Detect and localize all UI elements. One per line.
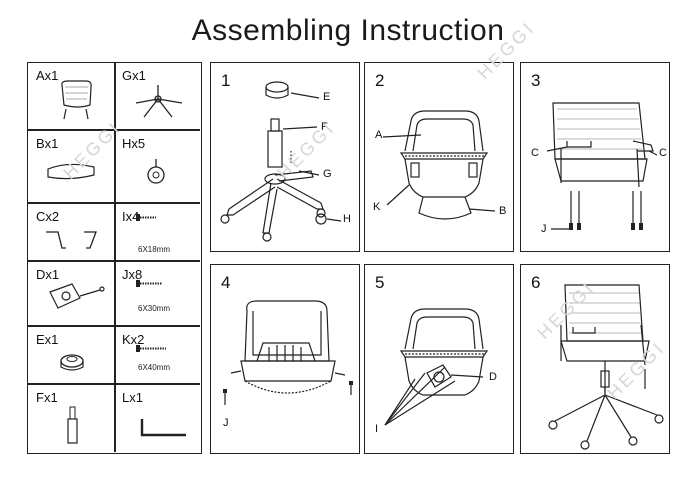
callout-f: F	[321, 121, 328, 133]
allen-key-icon	[140, 419, 186, 437]
step-5-illustration	[384, 308, 489, 426]
part-label-i: Ix4	[122, 209, 140, 224]
step-2-illustration	[382, 110, 496, 220]
parts-list: Ax1 Gx1 Bx1 Hx5 Cx2 Ix4	[27, 62, 202, 454]
step-panel-6: 6	[520, 264, 670, 454]
screw-icon	[136, 280, 162, 287]
seat-cushion-icon	[47, 163, 95, 180]
step-number: 6	[531, 273, 541, 292]
grid-divider	[28, 129, 200, 131]
part-label-d: Dx1	[36, 267, 60, 282]
caster-icon	[147, 159, 165, 184]
callout-d: D	[489, 371, 497, 383]
callout-c-right: C	[659, 147, 667, 159]
step-number: 5	[375, 273, 385, 292]
screw-size-j: 6X30mm	[138, 304, 171, 313]
callout-a: A	[375, 129, 383, 141]
callout-i: I	[375, 423, 379, 435]
step-number: 2	[375, 71, 385, 90]
callout-g: G	[323, 168, 332, 180]
part-label-j: Jx8	[122, 267, 143, 282]
step-panel-2: 2 A K B	[364, 62, 514, 252]
step-number: 4	[221, 273, 231, 292]
grid-divider	[28, 202, 200, 204]
cover-ring-icon	[60, 354, 84, 371]
star-base-icon	[135, 85, 183, 118]
part-label-k: Kx2	[122, 332, 145, 347]
step-panel-5: 5 D I	[364, 264, 514, 454]
part-label-f: Fx1	[36, 390, 58, 405]
step-4-illustration	[223, 300, 353, 405]
callout-h: H	[343, 213, 351, 225]
grid-divider	[114, 63, 116, 452]
mechanism-icon	[49, 283, 105, 309]
screw-icon	[136, 214, 156, 221]
part-label-b: Bx1	[36, 136, 59, 151]
callout-b: B	[499, 205, 507, 217]
callout-e: E	[323, 91, 331, 103]
part-label-a: Ax1	[36, 68, 59, 83]
callout-j: J	[223, 417, 229, 429]
armrest-icon	[46, 231, 97, 249]
part-label-c: Cx2	[36, 209, 60, 224]
step-panel-1: 1 E F G H	[210, 62, 360, 252]
part-label-e: Ex1	[36, 332, 59, 347]
part-label-h: Hx5	[122, 136, 146, 151]
step-number: 3	[531, 71, 541, 90]
screw-size-k: 6X40mm	[138, 363, 171, 372]
page-title: Assembling Instruction	[191, 14, 505, 47]
callout-c-left: C	[531, 147, 539, 159]
grid-divider	[28, 260, 200, 262]
screw-icon	[136, 345, 166, 352]
step-1-illustration	[220, 81, 342, 242]
callout-j: J	[541, 223, 547, 235]
step-panel-3: 3 C C J	[520, 62, 670, 252]
step-3-illustration	[546, 102, 658, 230]
step-number: 1	[221, 71, 231, 90]
part-label-g: Gx1	[122, 68, 146, 83]
backrest-icon	[61, 80, 92, 120]
part-label-l: Lx1	[122, 390, 143, 405]
callout-k: K	[373, 201, 381, 213]
grid-divider	[28, 383, 200, 385]
step-6-illustration	[548, 284, 664, 450]
grid-divider	[28, 325, 200, 327]
step-panel-4: 4 J	[210, 264, 360, 454]
gas-lift-icon	[67, 406, 78, 444]
screw-size-i: 6X18mm	[138, 245, 171, 254]
